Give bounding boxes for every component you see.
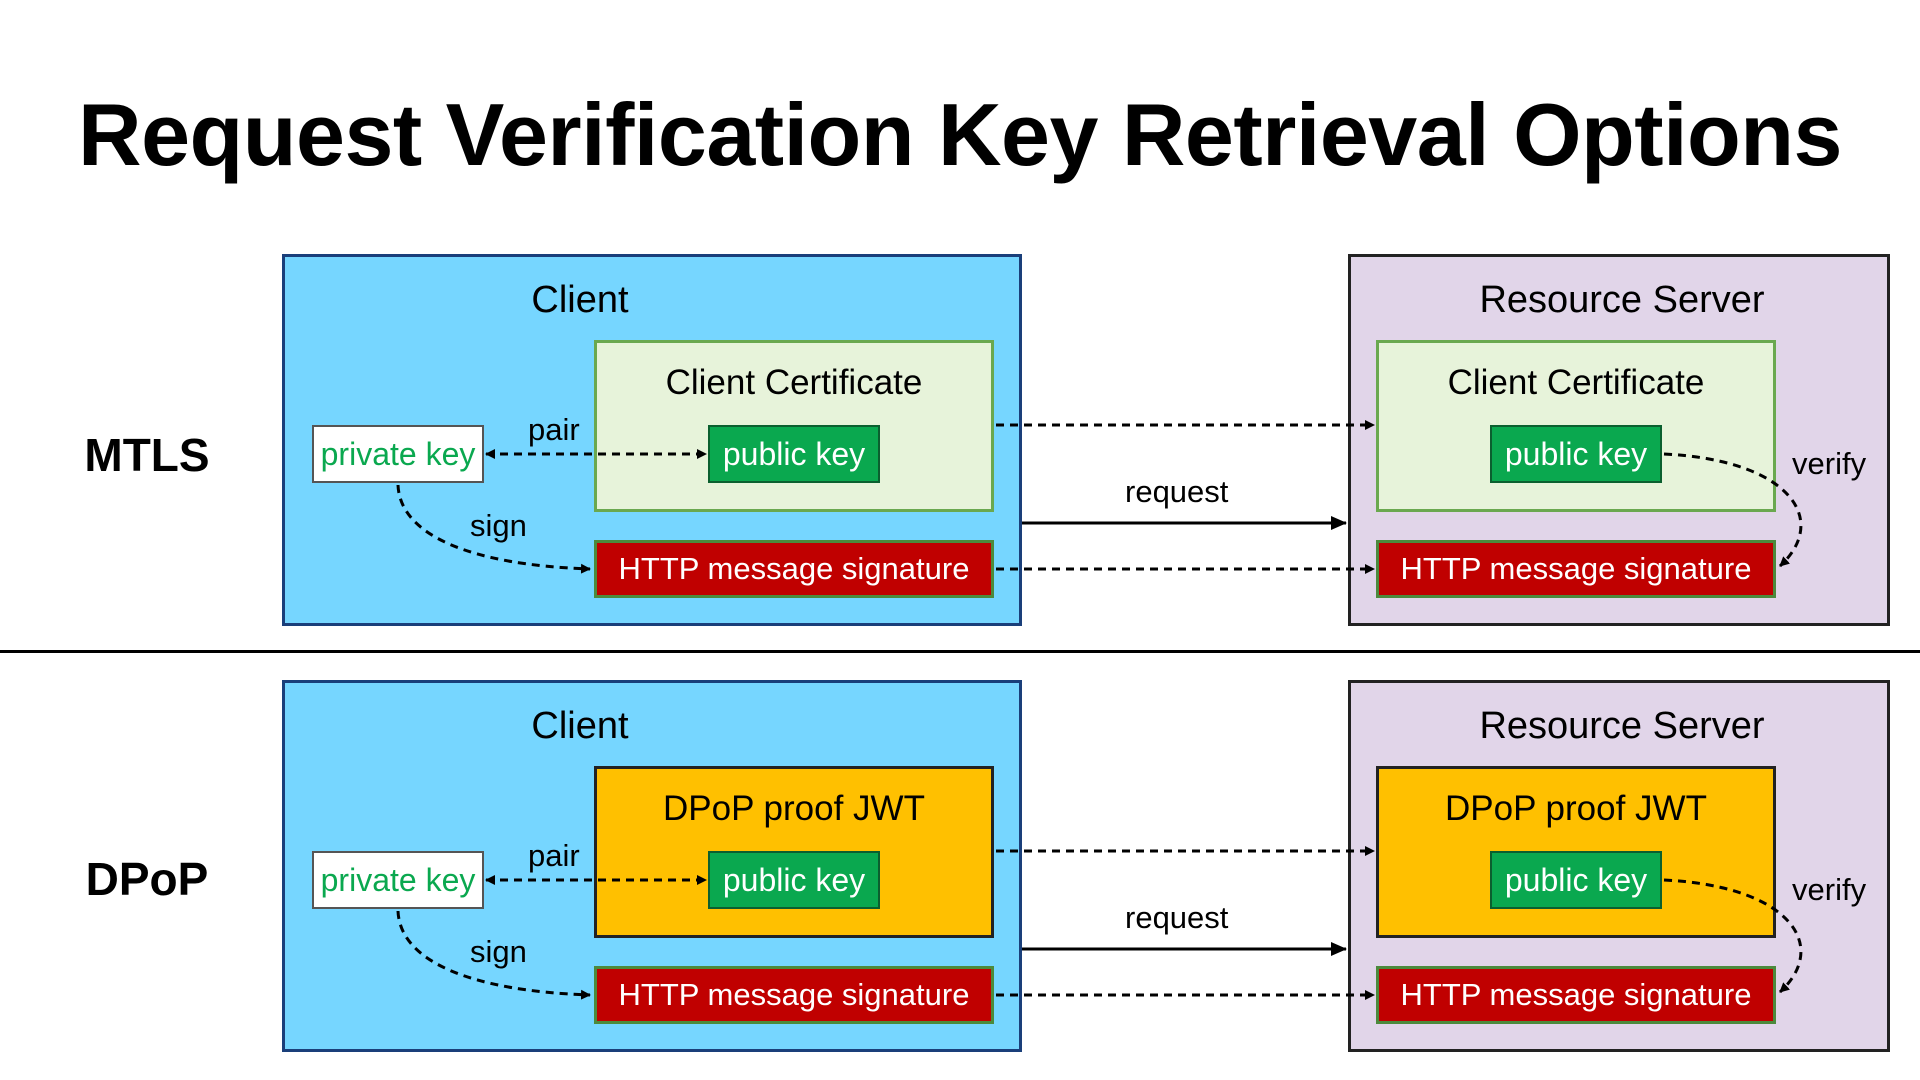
resource-server-title: Resource Server	[1479, 279, 1765, 321]
server-certificate-title: Client Certificate	[1447, 363, 1705, 402]
client-private-key: private key	[312, 425, 484, 483]
page-title: Request Verification Key Retrieval Optio…	[78, 85, 1842, 184]
client-dpop-proof-jwt-title: DPoP proof JWT	[663, 789, 925, 828]
edge-label-verify: verify	[1792, 872, 1867, 907]
client-http-message-signature: HTTP message signature	[594, 540, 994, 598]
arrow-verify	[1663, 878, 1803, 994]
client-http-message-signature: HTTP message signature	[594, 966, 994, 1024]
server-dpop-proof-jwt-title: DPoP proof JWT	[1445, 789, 1707, 828]
client-private-key: private key	[312, 851, 484, 909]
client-title: Client	[531, 279, 629, 321]
edge-label-request: request	[1125, 474, 1229, 509]
section-label-mtls: MTLS	[84, 429, 210, 481]
section-divider	[0, 650, 1920, 653]
section-label-dpop: DPoP	[85, 853, 209, 905]
server-public-key: public key	[1490, 425, 1662, 483]
client-certificate-title: Client Certificate	[665, 363, 923, 402]
server-http-message-signature: HTTP message signature	[1376, 540, 1776, 598]
edge-label-request: request	[1125, 900, 1229, 935]
server-http-message-signature: HTTP message signature	[1376, 966, 1776, 1024]
client-public-key: public key	[708, 851, 880, 909]
mtls-arrows	[396, 420, 1803, 574]
resource-server-title: Resource Server	[1479, 705, 1765, 747]
edge-label-pair: pair	[528, 838, 580, 873]
edge-label-verify: verify	[1792, 446, 1867, 481]
arrow-sign	[396, 484, 591, 574]
arrow-sign	[396, 910, 591, 1000]
dpop-arrows	[396, 846, 1803, 1000]
client-title: Client	[531, 705, 629, 747]
arrow-verify	[1663, 452, 1803, 568]
edge-label-pair: pair	[528, 412, 580, 447]
edge-label-sign: sign	[470, 508, 527, 543]
server-public-key: public key	[1490, 851, 1662, 909]
client-public-key: public key	[708, 425, 880, 483]
edge-label-sign: sign	[470, 934, 527, 969]
